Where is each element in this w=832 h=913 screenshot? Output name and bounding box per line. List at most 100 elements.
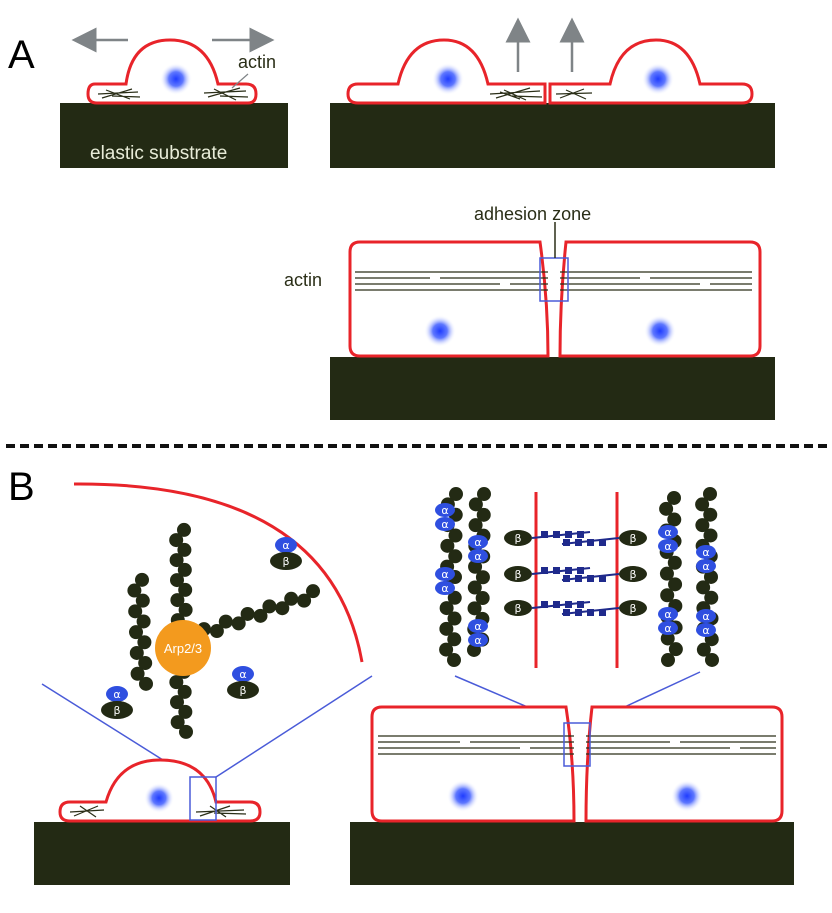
actin-monomer: [170, 593, 185, 608]
substrate-label: elastic substrate: [90, 143, 227, 164]
cadherin-domain: [563, 609, 570, 616]
actin-monomer: [447, 632, 462, 647]
actin-monomer: [253, 608, 268, 623]
alpha-catenin: [468, 535, 488, 549]
actin-monomer: [169, 553, 184, 568]
actin-monomer: [297, 593, 312, 608]
b-right-stress-fibers: [378, 735, 776, 755]
alpha-symbol: α: [702, 546, 709, 559]
cadherin-domain: [577, 601, 584, 608]
b-left-lamellipodium-group: Arp2/3 α β α β α β: [34, 482, 373, 885]
cadherin-domain: [587, 539, 594, 546]
a3-adhered-cells-group: adhesion zone actin: [284, 204, 775, 420]
actin-monomer: [439, 621, 454, 636]
beta-catenin: [619, 600, 647, 616]
beta-subunit: [270, 552, 302, 570]
alpha-catenin: [658, 607, 678, 621]
actin-monomer: [660, 631, 675, 646]
actin-monomer: [475, 570, 490, 585]
b-left-nucleus: [144, 783, 174, 813]
actin-monomer: [127, 583, 142, 598]
actin-monomer: [284, 591, 299, 606]
alpha-symbol: α: [702, 610, 709, 623]
actin-monomer: [668, 577, 683, 592]
alpha-symbol: α: [664, 608, 671, 621]
actin-monomer: [696, 642, 711, 657]
alpha-subunit: [106, 686, 128, 702]
actin-monomer: [169, 675, 184, 690]
a3-adhesion-zone-box: [539, 257, 569, 302]
actin-monomer: [177, 542, 192, 557]
alpha-catenin: [696, 545, 716, 559]
actin-monomer: [704, 652, 719, 667]
actin-monomer: [137, 635, 152, 650]
actin-monomer: [170, 573, 185, 588]
cadherin-domain: [587, 609, 594, 616]
actin-monomer: [176, 522, 191, 537]
actin-monomer: [169, 533, 184, 548]
alpha-symbol: α: [441, 518, 448, 531]
actin-monomer: [439, 601, 454, 616]
a2-elastic-substrate: [330, 103, 775, 168]
cadherin-domain: [599, 609, 606, 616]
beta-subunit: [101, 701, 133, 719]
beta-catenin: [504, 566, 532, 582]
alpha-catenin: [658, 539, 678, 553]
b-left-zoom-box: [189, 776, 217, 821]
alpha-symbol: α: [664, 540, 671, 553]
actin-monomer: [696, 580, 711, 595]
a1-nucleus: [160, 63, 192, 95]
alpha-catenin: [696, 623, 716, 637]
cadherin-domain: [599, 539, 606, 546]
cadherin-domain: [577, 531, 584, 538]
b-left-actin: [69, 805, 247, 818]
actin-monomer: [130, 666, 145, 681]
arp23-complex: [155, 620, 211, 676]
alpha-catenin: [696, 609, 716, 623]
actin-monomer: [129, 625, 144, 640]
a1-actin-filaments: [97, 87, 249, 101]
beta-symbol: β: [514, 568, 521, 581]
a1-spreading-cell-group: elastic substrate actin: [60, 27, 288, 168]
actin-monomer: [178, 724, 193, 739]
alpha-catenin: [468, 633, 488, 647]
actin-monomer: [240, 606, 255, 621]
alpha-symbol: α: [239, 668, 246, 681]
a3-right-nucleus: [644, 315, 676, 347]
actin-monomer: [703, 569, 718, 584]
beta-catenin: [504, 530, 532, 546]
beta-catenin: [619, 530, 647, 546]
actin-monomer: [660, 588, 675, 603]
actin-monomer: [661, 653, 676, 668]
beta-symbol: β: [282, 555, 289, 568]
actin-monomer: [667, 555, 682, 570]
actin-monomer: [448, 528, 463, 543]
arp23-label: Arp2/3: [164, 641, 202, 656]
alpha-subunit: [232, 666, 254, 682]
actin-monomer: [448, 549, 463, 564]
actin-monomer: [703, 507, 718, 522]
beta-symbol: β: [629, 568, 636, 581]
b-right-right-nucleus: [671, 780, 703, 812]
actin-monomer: [138, 676, 153, 691]
b-left-substrate: [34, 822, 290, 885]
alpha-symbol: α: [282, 539, 289, 552]
alpha-catenin: [468, 549, 488, 563]
alpha-catenin: [658, 525, 678, 539]
b-right-left-nucleus: [447, 780, 479, 812]
panel-b-label: B: [8, 465, 35, 509]
actin-monomer: [476, 507, 491, 522]
alpha-symbol: α: [474, 634, 481, 647]
alpha-symbol: α: [441, 568, 448, 581]
a2-cell-contact-group: [330, 17, 775, 168]
alpha-symbol: α: [664, 622, 671, 635]
a2-left-nucleus: [432, 63, 464, 95]
alpha-symbol: α: [474, 550, 481, 563]
alpha-catenin: [435, 581, 455, 595]
b-left-zoom-line: [215, 675, 373, 778]
actin-monomer: [262, 599, 277, 614]
cadherin-domain: [575, 609, 582, 616]
alpha-symbol: α: [474, 536, 481, 549]
alpha-symbol: α: [474, 620, 481, 633]
